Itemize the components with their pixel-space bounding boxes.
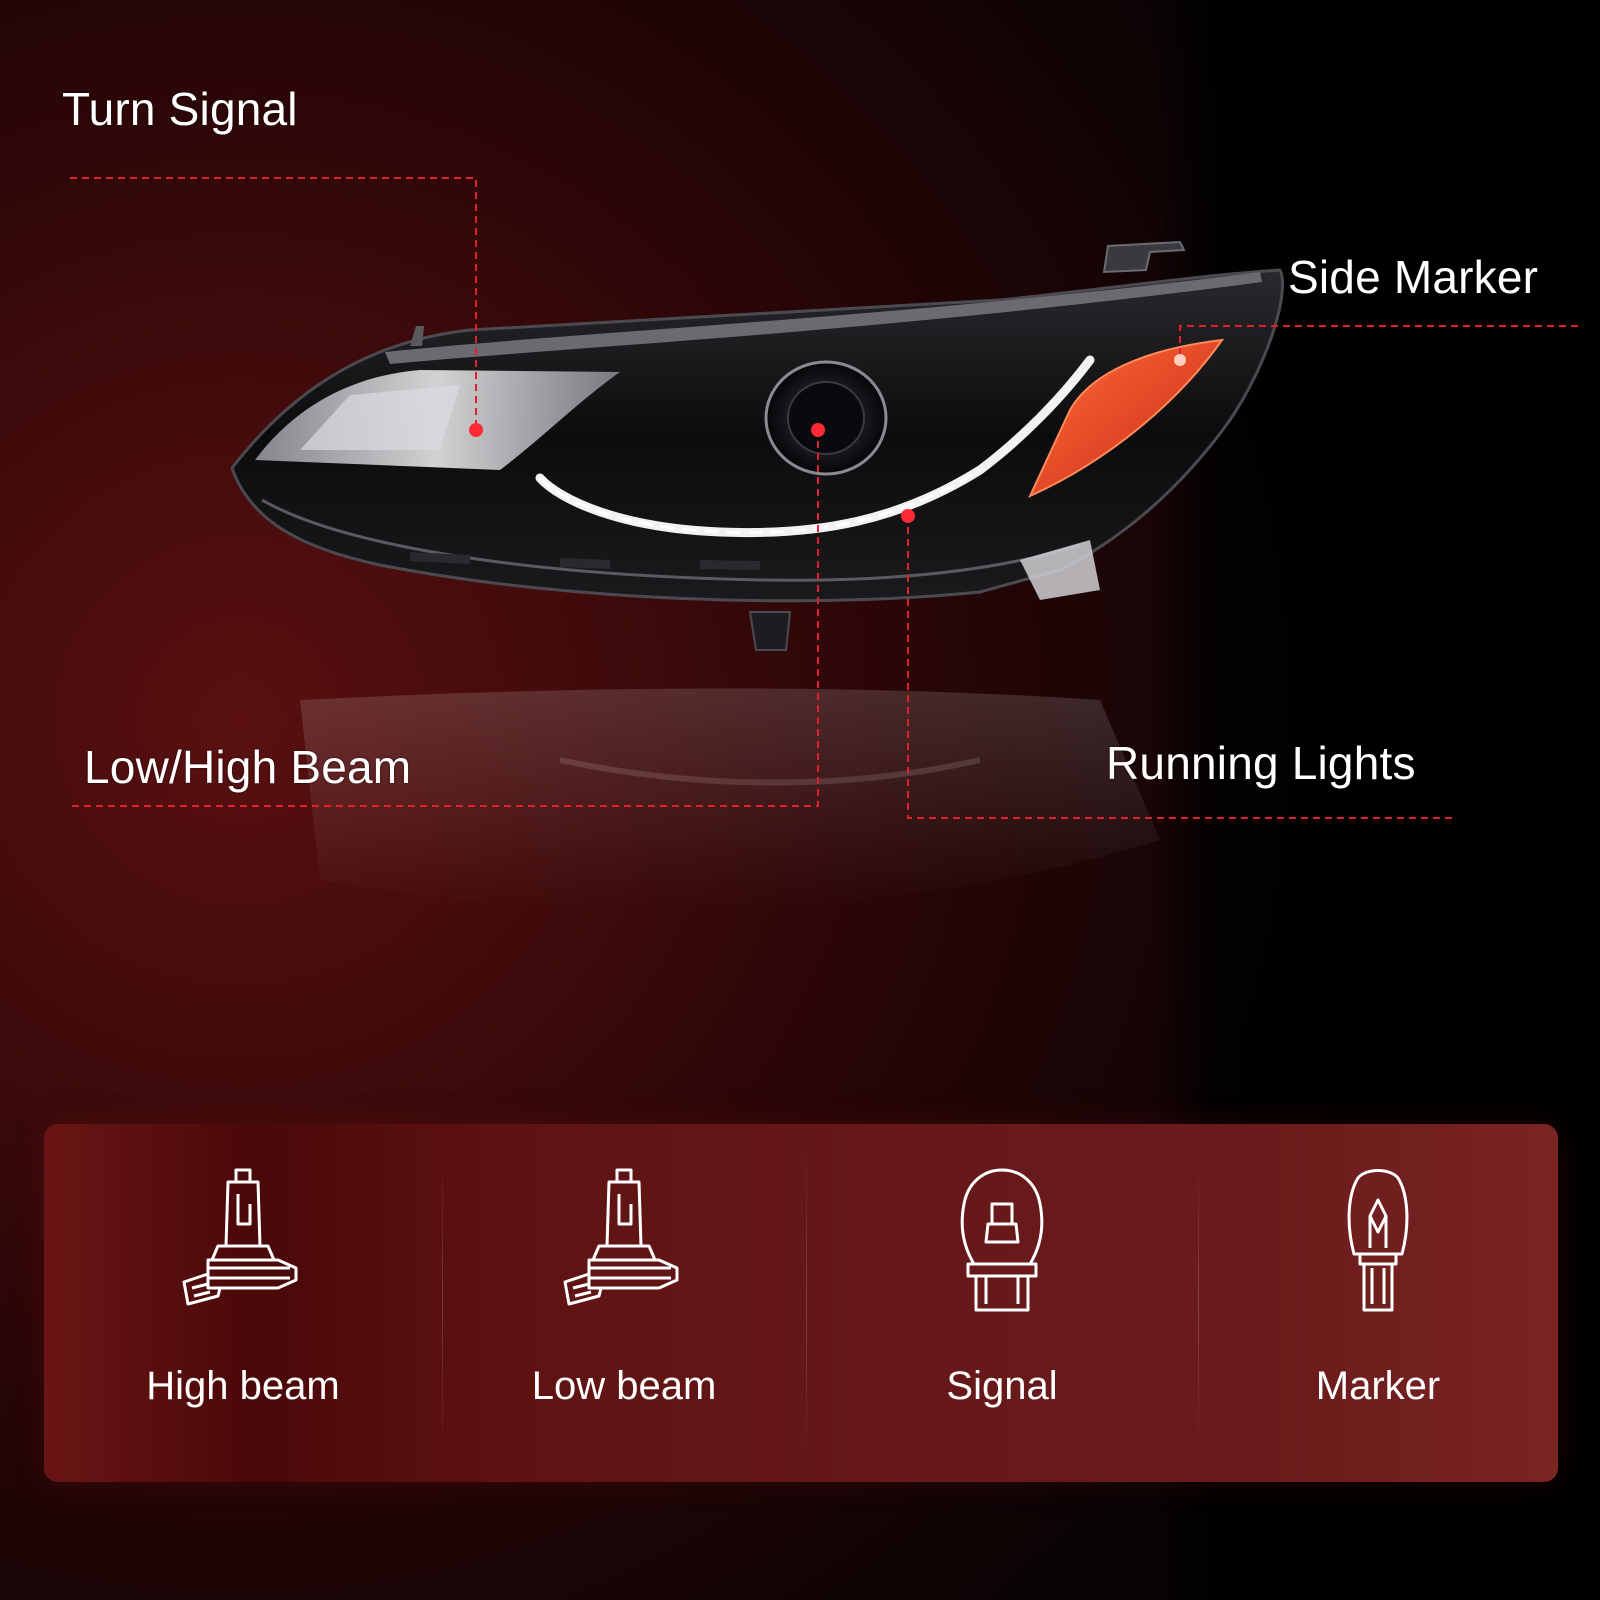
panel-divider bbox=[442, 1148, 443, 1458]
running-lights-label: Running Lights bbox=[1106, 737, 1416, 789]
bulb-label: Marker bbox=[1315, 1364, 1441, 1408]
panel-divider bbox=[806, 1148, 807, 1458]
bulb-high-beam: High beam bbox=[44, 1124, 442, 1482]
h11-halogen-bulb-icon bbox=[182, 1168, 298, 1306]
bulb-marker: Marker bbox=[1198, 1124, 1558, 1482]
turn-signal-leader bbox=[70, 177, 477, 430]
side-marker-label: Side Marker bbox=[1288, 251, 1539, 303]
bulb-low-beam: Low beam bbox=[442, 1124, 806, 1482]
turn-signal-dot bbox=[469, 423, 483, 437]
callout-dots bbox=[469, 354, 1186, 523]
bulb-signal: Signal bbox=[806, 1124, 1198, 1482]
beam-leader bbox=[72, 430, 819, 807]
running-lights-leader bbox=[907, 516, 1452, 819]
bulb-label: Low beam bbox=[531, 1364, 717, 1408]
headlight-reflection bbox=[300, 688, 1160, 911]
beam-dot bbox=[811, 423, 825, 437]
side-marker-leader bbox=[1179, 325, 1578, 360]
bulb-types-panel: High beam Low beam bbox=[44, 1124, 1558, 1482]
turn-signal-label: Turn Signal bbox=[62, 83, 298, 135]
panel-divider bbox=[1198, 1148, 1199, 1458]
bulb-label: High beam bbox=[146, 1364, 340, 1408]
wedge-bulb-icon bbox=[960, 1168, 1044, 1312]
side-marker-dot bbox=[1174, 354, 1186, 366]
running-lights-dot bbox=[901, 509, 915, 523]
callout-lines bbox=[70, 177, 1578, 819]
mini-wedge-bulb-icon bbox=[1347, 1169, 1409, 1312]
low-high-beam-label: Low/High Beam bbox=[84, 741, 412, 793]
bulb-label: Signal bbox=[946, 1364, 1058, 1408]
h11-halogen-bulb-icon bbox=[563, 1168, 679, 1306]
headlight-housing bbox=[230, 240, 1285, 651]
